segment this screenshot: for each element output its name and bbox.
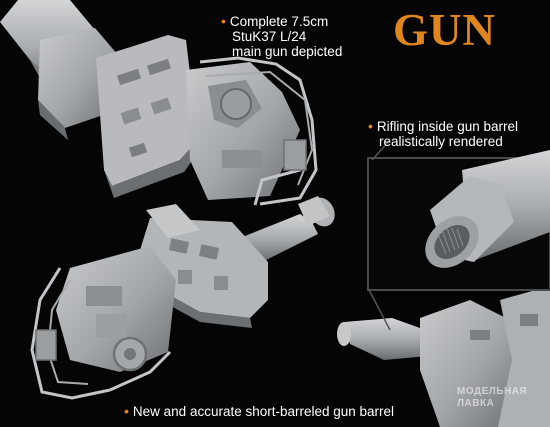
caption-line: New and accurate short-barreled gun barr… [132,404,395,419]
caption-line: Complete 7.5cm [229,14,329,29]
bullet-icon: • [221,13,226,29]
callout-line [367,287,391,331]
upper-gun-render [0,0,318,206]
page-title: GUN [393,5,496,55]
watermark-line: ЛАВКА [457,398,495,409]
caption-line: Rifling inside gun barrel [376,119,518,134]
caption-rifling: •Rifling inside gun barrel realistically… [368,118,518,150]
watermark-logo: МОДЕЛЬНАЯ ЛАВКА [457,386,527,410]
bullet-icon: • [124,403,129,419]
caption-line: StuK37 L/24 [232,29,307,44]
rifling-detail-box [367,150,550,291]
partial-gun-render [337,286,550,427]
bullet-icon: • [368,118,373,134]
caption-barrel: •New and accurate short-barreled gun bar… [124,403,395,420]
upper-mantlet-plate [96,35,198,186]
caption-line: realistically rendered [379,134,503,149]
watermark-line: МОДЕЛЬНАЯ [457,386,528,397]
lower-gun-render [30,196,335,400]
caption-main-gun: •Complete 7.5cm StuK37 L/24 main gun dep… [221,13,343,60]
caption-line: main gun depicted [232,44,343,59]
callout-line [371,139,391,161]
lower-barrel [240,214,318,262]
